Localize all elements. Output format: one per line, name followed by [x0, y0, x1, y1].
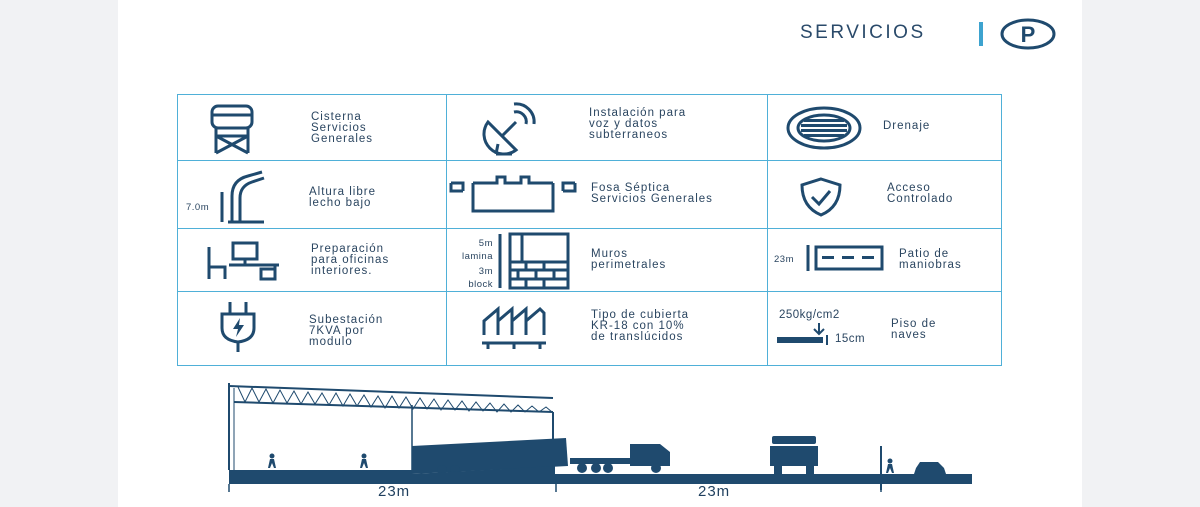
perimeter-wall-icon — [498, 232, 570, 290]
altura-value: 7.0m — [186, 202, 210, 213]
piso-thickness-value: 15cm — [835, 333, 866, 345]
septic-tank-icon — [449, 175, 577, 213]
office-desk-icon — [207, 241, 279, 281]
logo-letter: P — [1021, 22, 1036, 47]
car-icon — [914, 462, 946, 474]
acceso-label: Acceso Controlado — [887, 182, 954, 205]
drenaje-label: Drenaje — [883, 120, 931, 132]
subestacion-label: Subestación 7KVA por modulo — [309, 314, 384, 348]
satellite-dish-icon — [482, 102, 536, 156]
parking-logo-icon: P — [1000, 18, 1056, 50]
fosa-label: Fosa Séptica Servicios Generales — [591, 182, 713, 205]
column-divider — [767, 95, 768, 365]
cisterna-label: Cisterna Servicios Generales — [311, 111, 374, 145]
roof-panels-icon — [482, 305, 546, 349]
muros-label: Muros perimetrales — [591, 248, 667, 271]
pedestrian-icon — [268, 453, 276, 468]
dimension-left: 23m — [378, 483, 411, 500]
trailer-truck-icon — [412, 438, 670, 475]
shield-check-icon — [800, 177, 842, 217]
row-divider — [178, 160, 1001, 161]
cubierta-label: Tipo de cubierta KR-18 con 10% de transl… — [591, 309, 690, 343]
row-divider — [178, 228, 1001, 229]
pedestrian-icon — [360, 453, 368, 468]
drain-grate-icon — [786, 106, 862, 150]
truck-front-icon — [770, 436, 818, 474]
muros-top-label: 5m lamina — [462, 238, 493, 262]
page-title: SERVICIOS — [800, 22, 926, 43]
power-plug-icon — [220, 302, 256, 352]
warehouse-cross-section — [228, 383, 972, 492]
voz-datos-label: Instalación para voz y datos subterraneo… — [589, 107, 687, 141]
column-divider — [446, 95, 447, 365]
dimension-right: 23m — [698, 483, 731, 500]
preparacion-label: Preparación para oficinas interiores. — [311, 243, 390, 277]
floor-slab-icon — [777, 323, 828, 345]
water-tank-icon — [210, 104, 254, 155]
light-pole-icon — [220, 170, 265, 224]
piso-load-value: 250kg/cm2 — [779, 309, 840, 321]
warehouse-structure — [228, 383, 554, 470]
title-separator — [979, 22, 983, 46]
maneuvering-yard-icon — [806, 245, 884, 271]
row-divider — [178, 291, 1001, 292]
ground-slab — [229, 466, 972, 484]
pedestrian-icon — [886, 458, 894, 473]
altura-label: Altura libre lecho bajo — [309, 186, 376, 209]
piso-label: Piso de naves — [891, 318, 937, 341]
patio-value: 23m — [774, 254, 794, 265]
services-table: Cisterna Servicios Generales Instalación… — [177, 94, 1002, 366]
patio-label: Patio de maniobras — [899, 248, 962, 271]
muros-bottom-label: 3m block — [468, 266, 493, 290]
dimension-lines — [228, 476, 882, 492]
page-sheet — [118, 0, 1082, 507]
